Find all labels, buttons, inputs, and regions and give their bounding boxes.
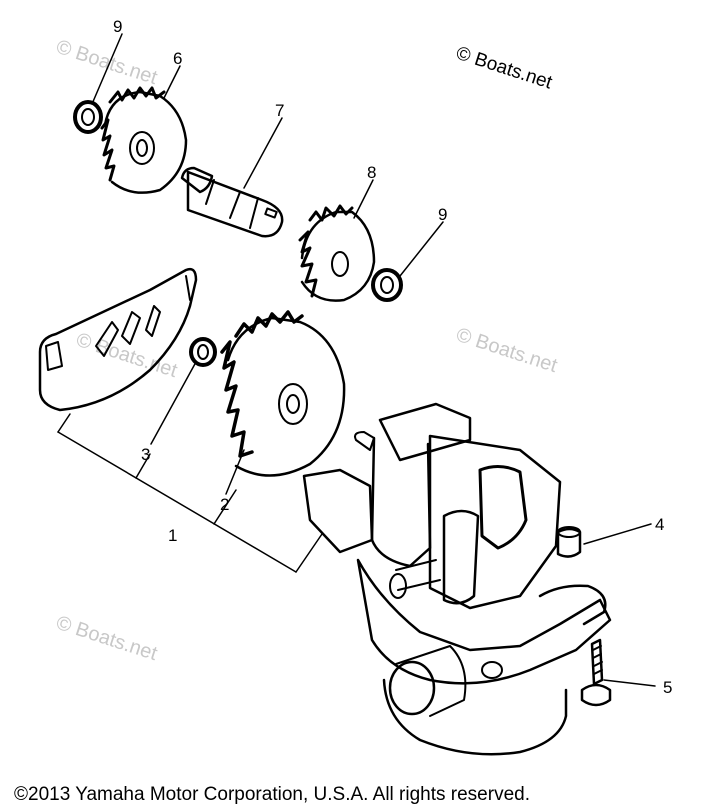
watermark-faint-3: © Boats.net bbox=[53, 612, 160, 665]
circlip-small bbox=[189, 337, 217, 367]
callout-8: 8 bbox=[367, 163, 376, 182]
bolt bbox=[580, 638, 612, 707]
gear-middle bbox=[298, 204, 376, 302]
watermark-faint-1: © Boats.net bbox=[53, 36, 160, 89]
callout-9-upper: 9 bbox=[113, 17, 122, 36]
gear-large bbox=[220, 310, 346, 477]
leader-lines bbox=[91, 33, 656, 687]
watermark-faint-2: © Boats.net bbox=[453, 324, 560, 377]
callout-6: 6 bbox=[173, 49, 182, 68]
watermark-main: © Boats.net bbox=[453, 43, 555, 94]
assembly-bracket bbox=[57, 413, 323, 573]
copyright-notice: ©2013 Yamaha Motor Corporation, U.S.A. A… bbox=[14, 784, 530, 805]
gear-upper-left bbox=[100, 86, 188, 194]
circlip-right bbox=[371, 268, 403, 302]
circlip-upper-left bbox=[73, 100, 103, 134]
callout-3: 3 bbox=[141, 445, 150, 464]
pump-cover-plate bbox=[38, 267, 198, 412]
callout-9-right: 9 bbox=[438, 205, 447, 224]
dowel-pin bbox=[556, 526, 582, 558]
callout-7: 7 bbox=[275, 101, 284, 120]
callout-2: 2 bbox=[220, 495, 229, 514]
callout-4: 4 bbox=[655, 515, 664, 534]
callout-1: 1 bbox=[168, 526, 177, 545]
oil-pump-exploded-diagram: © Boats.net © Boats.net © Boats.net © Bo… bbox=[38, 17, 672, 756]
callout-5: 5 bbox=[663, 678, 672, 697]
pump-body bbox=[302, 402, 612, 756]
drive-shaft bbox=[180, 166, 284, 238]
